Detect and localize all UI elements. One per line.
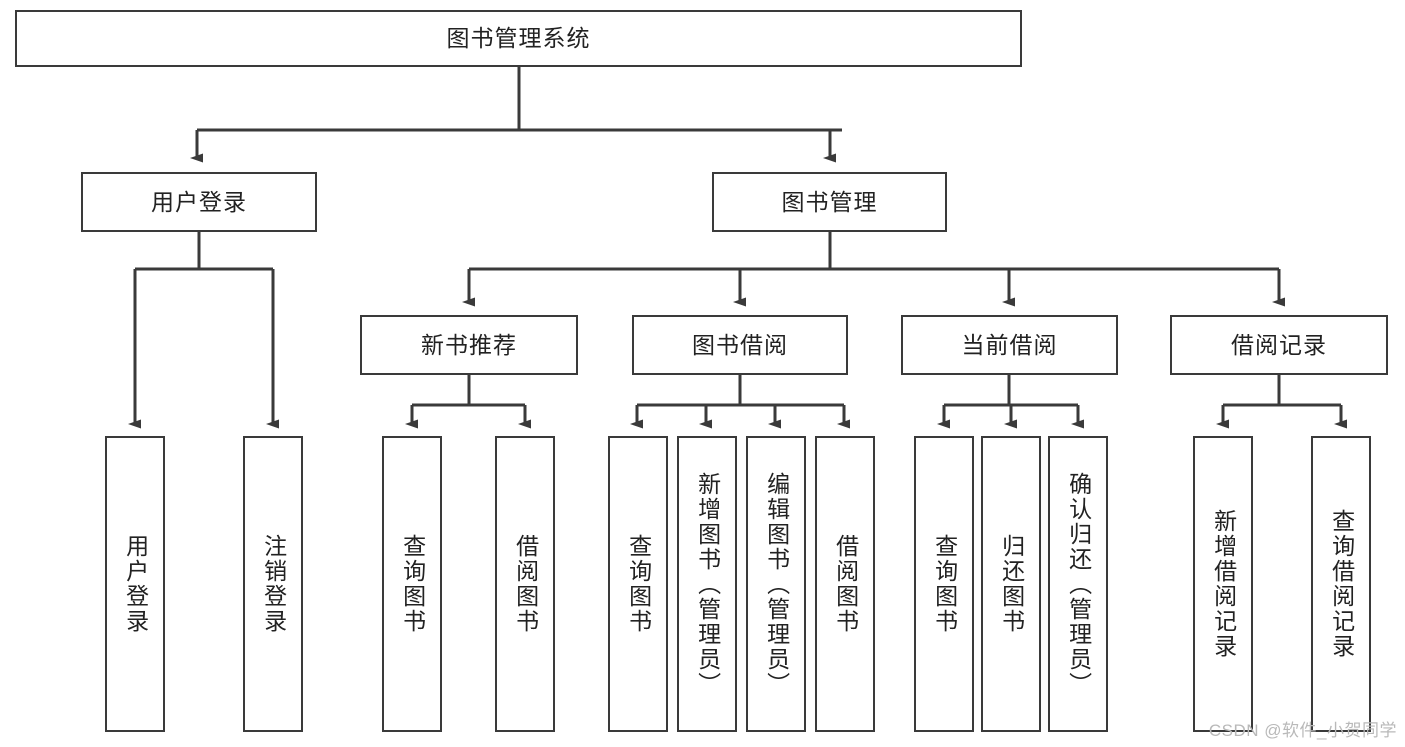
node-label: 查询图书 xyxy=(931,534,958,634)
node-root-book-management-system[interactable]: 图书管理系统 xyxy=(15,10,1022,67)
node-book-management[interactable]: 图书管理 xyxy=(712,172,947,232)
leaf-user-login-logout[interactable]: 注销登录 xyxy=(243,436,303,732)
node-label: 归还图书 xyxy=(998,534,1025,634)
node-label: 新增图书（管理员） xyxy=(694,471,721,697)
node-label: 借阅图书 xyxy=(832,534,859,634)
node-label: 查询借阅记录 xyxy=(1328,509,1355,659)
leaf-book-borrow-query-book[interactable]: 查询图书 xyxy=(608,436,668,732)
leaf-new-book-borrow-book[interactable]: 借阅图书 xyxy=(495,436,555,732)
node-label: 借阅记录 xyxy=(1231,331,1327,358)
leaf-book-borrow-borrow-book[interactable]: 借阅图书 xyxy=(815,436,875,732)
node-label: 当前借阅 xyxy=(961,331,1058,358)
node-label: 图书借阅 xyxy=(692,331,788,358)
leaf-user-login-login[interactable]: 用户登录 xyxy=(105,436,165,732)
node-label: 编辑图书（管理员） xyxy=(763,471,790,697)
node-label: 借阅图书 xyxy=(512,534,539,634)
node-label: 确认归还（管理员） xyxy=(1065,471,1092,697)
leaf-current-borrow-query-book[interactable]: 查询图书 xyxy=(914,436,974,732)
node-new-book-recommend[interactable]: 新书推荐 xyxy=(360,315,578,375)
node-borrow-record[interactable]: 借阅记录 xyxy=(1170,315,1388,375)
node-current-borrow[interactable]: 当前借阅 xyxy=(901,315,1118,375)
node-book-borrow[interactable]: 图书借阅 xyxy=(632,315,848,375)
node-user-login[interactable]: 用户登录 xyxy=(81,172,317,232)
node-label: 用户登录 xyxy=(122,534,149,634)
node-label: 新增借阅记录 xyxy=(1210,509,1237,659)
leaf-current-borrow-confirm-return-admin[interactable]: 确认归还（管理员） xyxy=(1048,436,1108,732)
node-label: 图书管理系统 xyxy=(446,25,591,51)
node-label: 查询图书 xyxy=(399,534,426,634)
leaf-borrow-record-add-record[interactable]: 新增借阅记录 xyxy=(1193,436,1253,732)
leaf-book-borrow-add-book-admin[interactable]: 新增图书（管理员） xyxy=(677,436,737,732)
node-label: 查询图书 xyxy=(625,534,652,634)
node-label: 新书推荐 xyxy=(421,331,517,358)
node-label: 图书管理 xyxy=(781,188,878,215)
node-label: 用户登录 xyxy=(151,188,247,215)
leaf-new-book-query-book[interactable]: 查询图书 xyxy=(382,436,442,732)
leaf-book-borrow-edit-book-admin[interactable]: 编辑图书（管理员） xyxy=(746,436,806,732)
leaf-current-borrow-return-book[interactable]: 归还图书 xyxy=(981,436,1041,732)
leaf-borrow-record-query-record[interactable]: 查询借阅记录 xyxy=(1311,436,1371,732)
node-label: 注销登录 xyxy=(260,534,287,634)
watermark-text: CSDN @软件_小贺同学 xyxy=(1208,721,1397,740)
